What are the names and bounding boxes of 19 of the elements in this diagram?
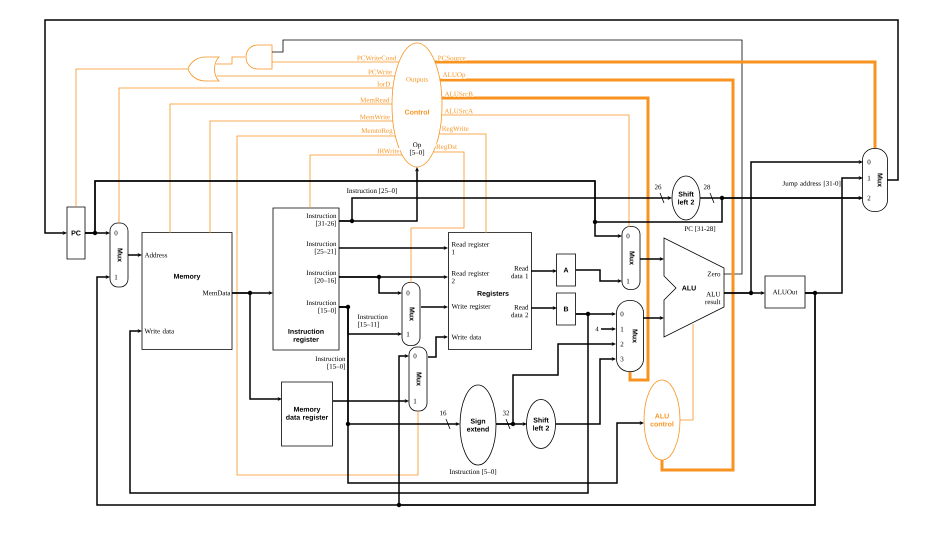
wire	[129, 313, 589, 494]
control-line	[440, 78, 734, 472]
control-line	[236, 136, 418, 476]
control-line	[438, 134, 486, 234]
control-line	[410, 152, 464, 284]
control-line	[216, 56, 246, 64]
and-gate	[246, 44, 272, 70]
control-line	[118, 88, 394, 224]
wire	[96, 274, 816, 506]
or-gate	[188, 56, 220, 82]
control-line	[680, 324, 694, 420]
control-line	[170, 104, 392, 234]
control-line	[310, 154, 403, 208]
control-line	[76, 68, 188, 208]
control-line	[441, 114, 630, 228]
control-line	[442, 96, 650, 382]
control-line	[210, 120, 394, 234]
control-line	[435, 60, 876, 148]
wire	[272, 40, 742, 274]
